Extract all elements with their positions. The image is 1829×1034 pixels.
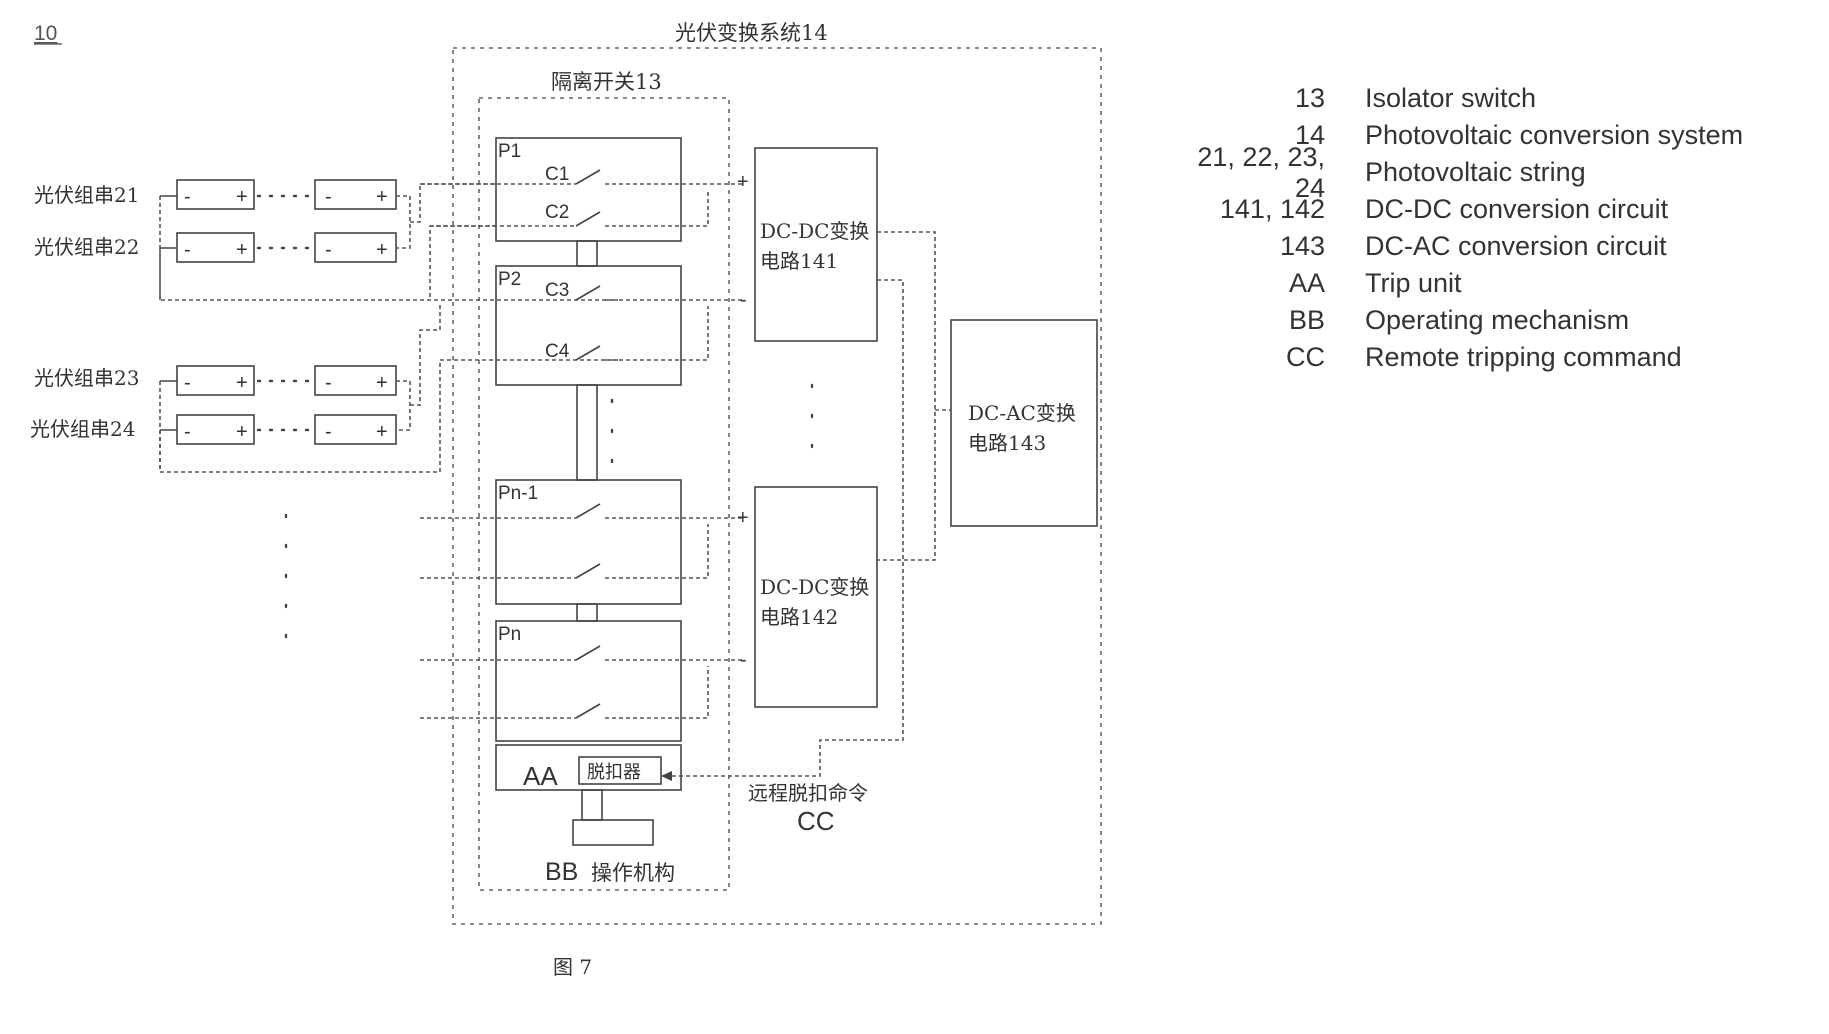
svg-text:+: + bbox=[737, 171, 749, 193]
legend-code: 141, 142 bbox=[1160, 194, 1365, 225]
legend-row: CC Remote tripping command bbox=[1160, 339, 1820, 376]
svg-text:+: + bbox=[236, 239, 248, 261]
pv-string-24-label: 光伏组串24 bbox=[30, 417, 135, 441]
pole-pn: Pn bbox=[420, 621, 745, 741]
contact-c3-label: C3 bbox=[545, 280, 569, 301]
pv-string-22-label: 光伏组串22 bbox=[34, 235, 139, 259]
svg-text:电路142: 电路142 bbox=[760, 605, 838, 629]
svg-text:电路143: 电路143 bbox=[968, 431, 1046, 455]
pv-string-23-label: 光伏组串23 bbox=[34, 366, 139, 390]
pv-string-24: 光伏组串24 bbox=[30, 415, 396, 444]
operating-mechanism: BB 操作机构 bbox=[545, 790, 675, 886]
legend-row: 13 Isolator switch bbox=[1160, 80, 1820, 117]
figure-reference: 10 bbox=[34, 22, 57, 45]
svg-text:-: - bbox=[325, 372, 332, 394]
legend-code: 143 bbox=[1160, 231, 1365, 262]
series-dots bbox=[258, 196, 312, 430]
svg-text:-: - bbox=[184, 372, 191, 394]
pv-string-23: 光伏组串23 bbox=[34, 366, 396, 395]
pv-conversion-system-label: 光伏变换系统14 bbox=[675, 21, 828, 45]
legend-desc: Isolator switch bbox=[1365, 83, 1820, 114]
dcac-converter-143: DC-AC变换 电路143 bbox=[951, 320, 1097, 526]
legend-code: AA bbox=[1160, 268, 1365, 299]
svg-text:电路141: 电路141 bbox=[760, 249, 838, 273]
pole-pn-1-label: Pn-1 bbox=[498, 483, 538, 504]
legend-row: 141, 142 DC-DC conversion circuit bbox=[1160, 191, 1820, 228]
svg-text:+: + bbox=[236, 372, 248, 394]
legend-desc: Trip unit bbox=[1365, 268, 1820, 299]
legend-desc: DC-DC conversion circuit bbox=[1365, 194, 1820, 225]
trip-unit: AA 脱扣器 bbox=[496, 745, 681, 791]
pole-pn-label: Pn bbox=[498, 624, 521, 645]
legend-desc: Photovoltaic conversion system bbox=[1365, 120, 1820, 151]
legend-code: BB bbox=[1160, 305, 1365, 336]
pv-string-21: 光伏组串21 bbox=[34, 180, 396, 209]
pole-link bbox=[577, 385, 597, 480]
legend-row: 21, 22, 23, 24 Photovoltaic string bbox=[1160, 154, 1820, 191]
svg-text:-: - bbox=[325, 186, 332, 208]
isolator-switch-label: 隔离开关13 bbox=[551, 70, 662, 94]
trip-unit-label: 脱扣器 bbox=[587, 762, 641, 783]
svg-text:DC-AC变换: DC-AC变换 bbox=[968, 401, 1076, 425]
operating-mechanism-code: BB bbox=[545, 858, 578, 886]
svg-text:+: + bbox=[376, 186, 388, 208]
pole-pn-1: Pn-1 bbox=[420, 480, 745, 604]
svg-text:+: + bbox=[236, 186, 248, 208]
svg-text:DC-DC变换: DC-DC变换 bbox=[760, 575, 869, 599]
legend-desc: DC-AC conversion circuit bbox=[1365, 231, 1820, 262]
legend: 13 Isolator switch 14 Photovoltaic conve… bbox=[1160, 80, 1820, 376]
svg-text:-: - bbox=[184, 186, 191, 208]
string-wiring bbox=[160, 184, 618, 472]
svg-text:-: - bbox=[184, 421, 191, 443]
contact-c2-label: C2 bbox=[545, 202, 569, 223]
pv-string-22: 光伏组串22 bbox=[34, 233, 396, 262]
legend-desc: Operating mechanism bbox=[1365, 305, 1820, 336]
pole-link bbox=[577, 604, 597, 621]
dc-bus-wiring bbox=[820, 232, 951, 745]
svg-text:DC-DC变换: DC-DC变换 bbox=[760, 219, 869, 243]
legend-code: 13 bbox=[1160, 83, 1365, 114]
legend-desc: Photovoltaic string bbox=[1365, 157, 1820, 188]
legend-code: CC bbox=[1160, 342, 1365, 373]
remote-trip-command: 远程脱扣命令 CC bbox=[661, 745, 868, 836]
svg-text:+: + bbox=[376, 421, 388, 443]
pole-p1: P1 C1 C2 bbox=[420, 138, 745, 241]
remote-trip-code: CC bbox=[797, 806, 835, 836]
dcdc-converter-142: DC-DC变换 电路142 + - bbox=[737, 487, 877, 707]
dcdc-converter-141: DC-DC变换 电路141 + - bbox=[737, 148, 877, 341]
module-polarity-markers: - + - + - + - + - + - + - + - + bbox=[184, 186, 388, 443]
legend-row: AA Trip unit bbox=[1160, 265, 1820, 302]
figure-caption: 图 7 bbox=[553, 955, 592, 979]
svg-text:+: + bbox=[376, 239, 388, 261]
svg-text:+: + bbox=[376, 372, 388, 394]
pv-string-21-label: 光伏组串21 bbox=[34, 183, 139, 207]
svg-text:-: - bbox=[325, 421, 332, 443]
operating-mechanism-label: 操作机构 bbox=[591, 861, 675, 885]
pole-p1-label: P1 bbox=[498, 141, 521, 162]
svg-text:-: - bbox=[740, 649, 747, 671]
pole-p2-label: P2 bbox=[498, 269, 521, 290]
svg-text:-: - bbox=[740, 289, 747, 311]
legend-row: 143 DC-AC conversion circuit bbox=[1160, 228, 1820, 265]
contact-c1-label: C1 bbox=[545, 164, 569, 185]
svg-text:-: - bbox=[184, 239, 191, 261]
legend-desc: Remote tripping command bbox=[1365, 342, 1820, 373]
svg-text:+: + bbox=[236, 421, 248, 443]
pole-p2: P2 C3 C4 bbox=[496, 266, 745, 385]
contact-c4-label: C4 bbox=[545, 341, 570, 362]
legend-row: BB Operating mechanism bbox=[1160, 302, 1820, 339]
pole-link bbox=[577, 241, 597, 266]
svg-text:+: + bbox=[737, 507, 749, 529]
remote-trip-label: 远程脱扣命令 bbox=[748, 781, 868, 805]
ellipsis-dots bbox=[286, 385, 812, 655]
svg-text:-: - bbox=[325, 239, 332, 261]
trip-unit-code: AA bbox=[523, 761, 558, 791]
